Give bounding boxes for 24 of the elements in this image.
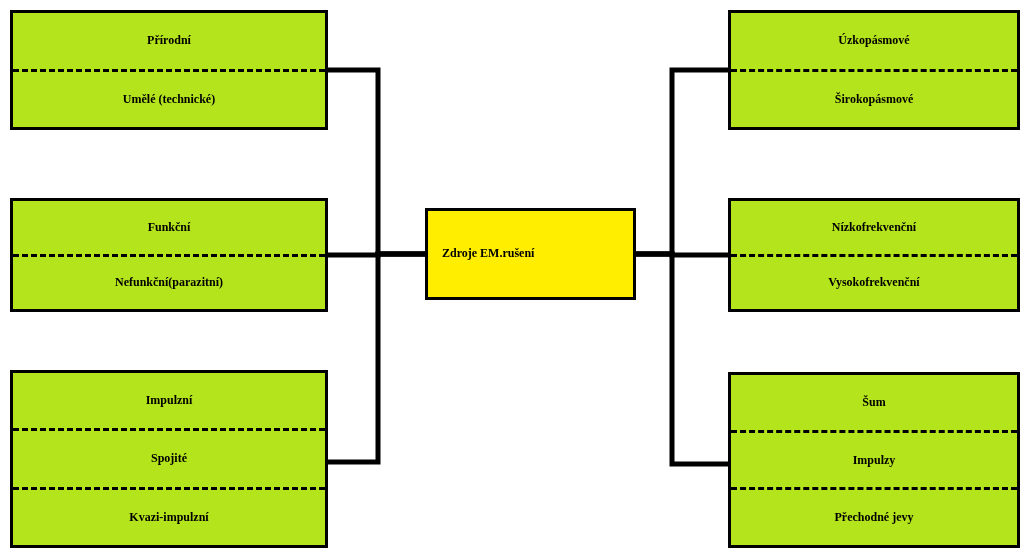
category-box	[728, 372, 1020, 548]
category-box	[10, 10, 328, 130]
connector-line	[636, 251, 728, 467]
box-text: Nefunkční(parazitní)	[13, 253, 325, 309]
box-text: Přírodní	[146, 32, 192, 50]
box-text: Šum	[861, 393, 887, 411]
category-box	[728, 10, 1020, 130]
connector-line	[328, 251, 425, 465]
box-text: Přechodné jevy	[731, 487, 1017, 545]
box-text: Impulzní	[144, 392, 194, 410]
box-text: Vysokofrekvenční	[731, 253, 1017, 309]
box-text: Kvazi-impulzní	[13, 486, 325, 545]
box-text: Spojité	[13, 428, 325, 487]
box-text: Širokopásmové	[731, 68, 1017, 127]
category-box	[10, 198, 328, 312]
box-text: Umělé (technické)	[13, 68, 325, 127]
box-text: Zdroje EM.rušení	[442, 245, 536, 263]
category-box	[10, 370, 328, 548]
box-text: Úzkopásmové	[837, 32, 911, 50]
box-text: Funkční	[146, 218, 192, 236]
category-box	[728, 198, 1020, 312]
box-text: Nízkofrekvenční	[830, 218, 918, 236]
box-text: Impulzy	[731, 429, 1017, 488]
center-box	[425, 208, 636, 300]
